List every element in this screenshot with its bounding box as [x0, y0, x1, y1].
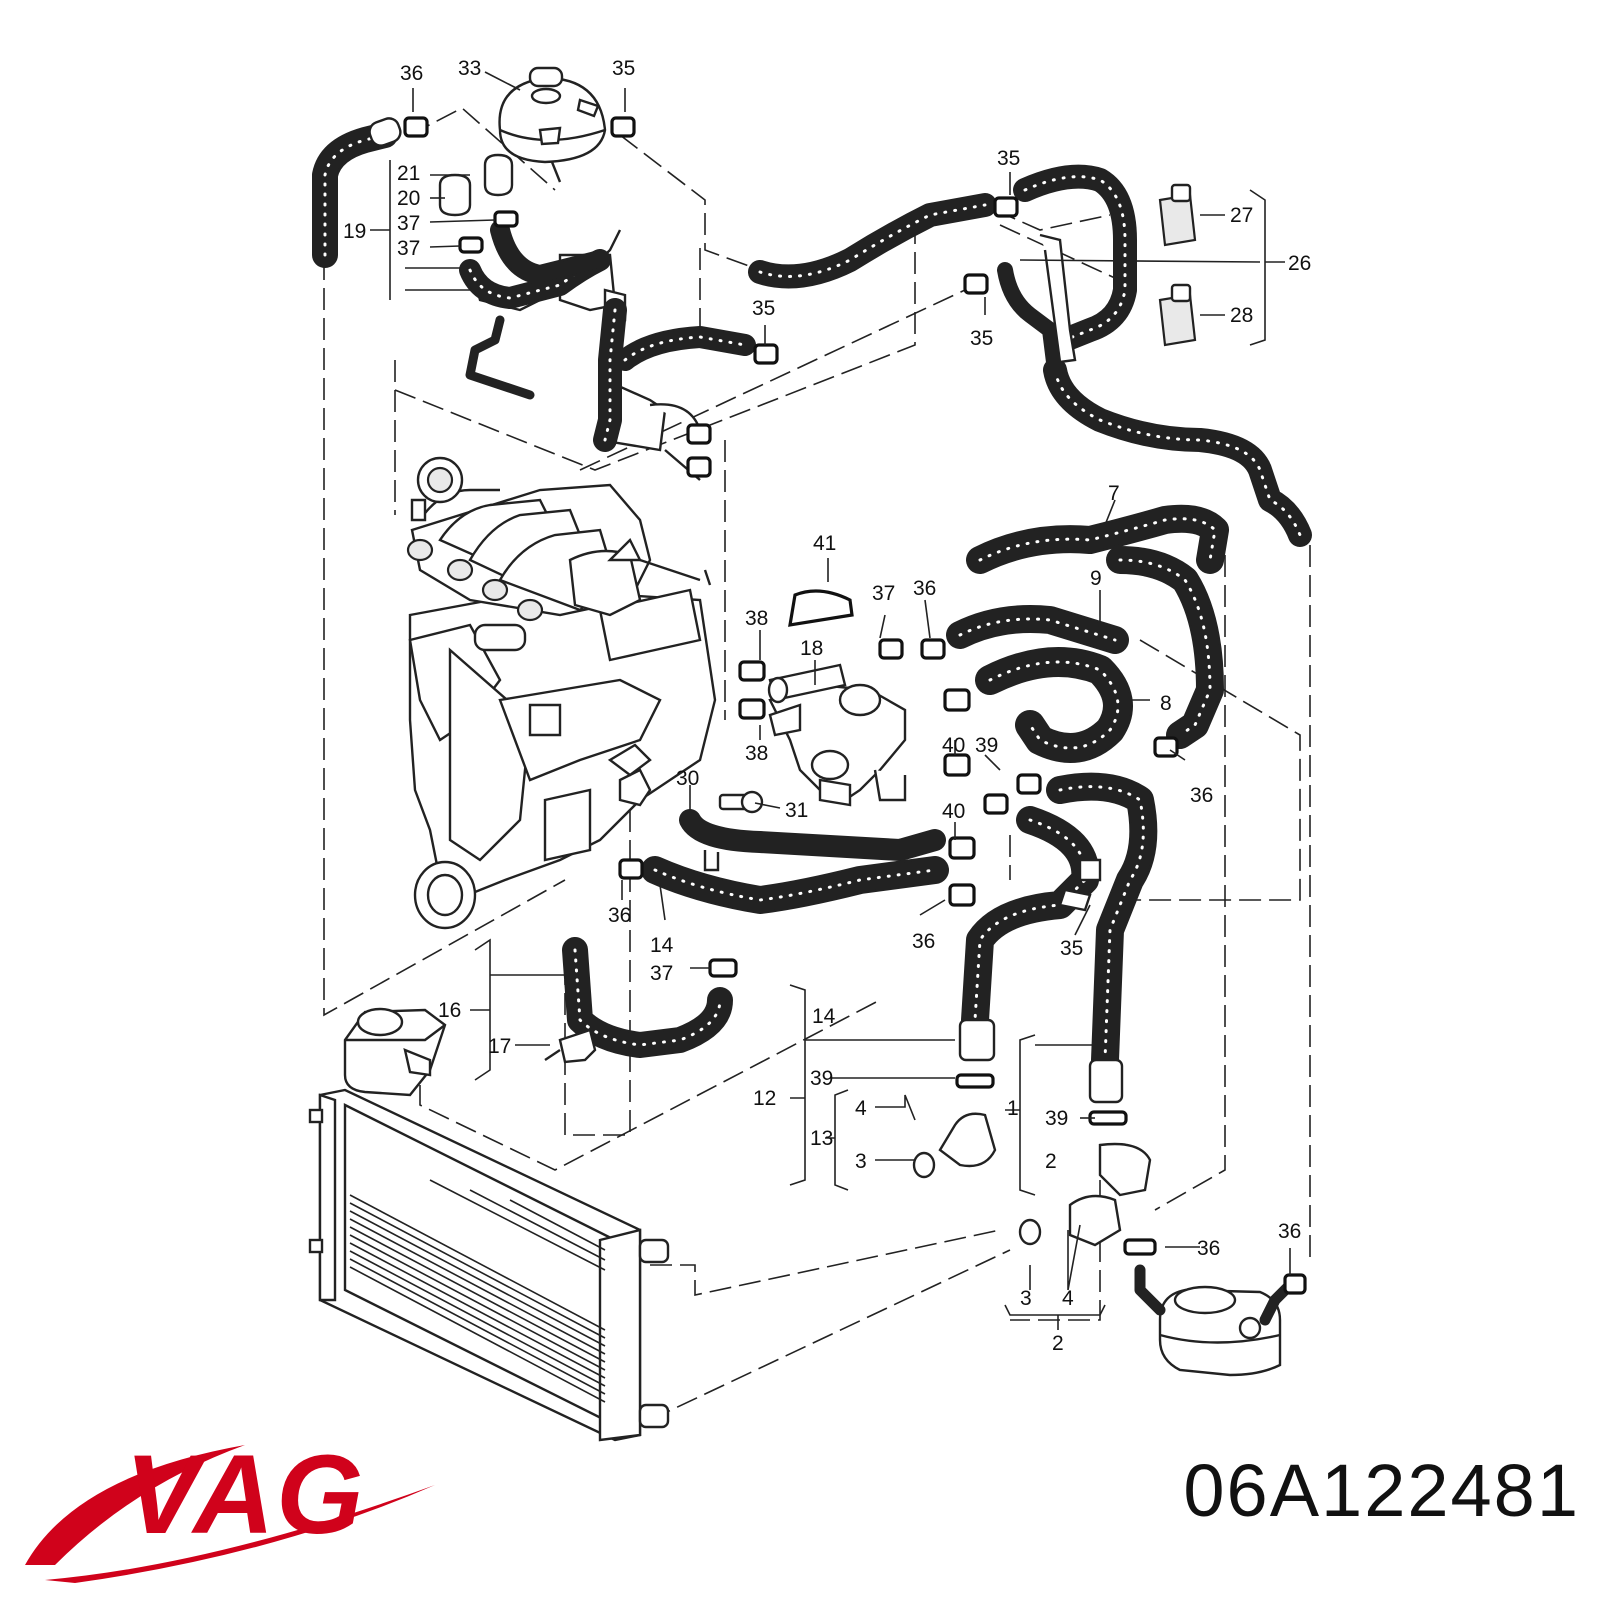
label-3a: 3: [855, 1150, 867, 1173]
label-19: 19: [343, 220, 366, 243]
label-35a: 35: [612, 57, 635, 80]
label-2a: 2: [1045, 1150, 1057, 1173]
label-37c: 37: [872, 582, 895, 605]
label-38a: 38: [745, 607, 768, 630]
label-30: 30: [676, 767, 699, 790]
label-3b: 3: [1020, 1287, 1032, 1310]
label-36d: 36: [608, 904, 631, 927]
label-27: 27: [1230, 204, 1253, 227]
label-31: 31: [785, 799, 808, 822]
vag-logo-text: VAG: [125, 1432, 365, 1557]
label-39a: 39: [975, 734, 998, 757]
label-20: 20: [397, 187, 420, 210]
label-40b: 40: [942, 800, 965, 823]
metal-pipe-30: [607, 743, 946, 872]
label-4b: 4: [1062, 1287, 1074, 1310]
label-14a: 14: [650, 934, 674, 957]
label-8: 8: [1160, 692, 1172, 715]
label-37d: 37: [650, 962, 673, 985]
label-12: 12: [753, 1087, 776, 1110]
intake-manifold: [406, 456, 712, 622]
label-28: 28: [1230, 304, 1253, 327]
sensors-27-28: [1039, 183, 1197, 364]
label-26: 26: [1288, 252, 1311, 275]
label-35b: 35: [997, 147, 1020, 170]
reservoir-left: [343, 1007, 447, 1097]
upper-pipe-assembly: [438, 153, 702, 481]
reservoir-lower-right: [1134, 1264, 1296, 1377]
label-36b: 36: [913, 577, 936, 600]
label-36g: 36: [1278, 1220, 1301, 1243]
label-36a: 36: [400, 62, 423, 85]
label-37a: 37: [397, 212, 420, 235]
label-39b: 39: [810, 1067, 833, 1090]
label-36c: 36: [1190, 784, 1213, 807]
part-labels: 36 33 35 21 20 37 37 19 35 27 26 28 35 3…: [343, 57, 1311, 1355]
bracket-17: [544, 1028, 597, 1064]
label-35d: 35: [970, 327, 993, 350]
label-14b: 14: [812, 1005, 836, 1028]
label-36e: 36: [912, 930, 935, 953]
label-21: 21: [397, 162, 420, 185]
label-33: 33: [458, 57, 481, 80]
expansion-tank-33: [498, 66, 607, 183]
label-7: 7: [1108, 482, 1120, 505]
label-35e: 35: [1060, 937, 1083, 960]
coolant-hoses: [312, 122, 1312, 1074]
label-9: 9: [1090, 567, 1102, 590]
vag-logo-swoosh: [25, 1445, 245, 1565]
label-4a: 4: [855, 1097, 867, 1120]
coolant-flange-18: [767, 663, 907, 807]
label-36f: 36: [1197, 1237, 1220, 1260]
label-18: 18: [800, 637, 823, 660]
label-39c: 39: [1045, 1107, 1068, 1130]
label-2b: 2: [1052, 1332, 1064, 1355]
radiator-fins: [349, 1179, 606, 1403]
label-37b: 37: [397, 237, 420, 260]
label-13: 13: [810, 1127, 833, 1150]
hose-clamps: [403, 116, 1307, 1295]
label-41: 41: [813, 532, 836, 555]
part-number: 06A122481: [1183, 1449, 1580, 1532]
engine-block: [408, 588, 717, 930]
label-35c: 35: [752, 297, 775, 320]
label-40a: 40: [942, 734, 965, 757]
label-1: 1: [1007, 1097, 1019, 1120]
radiator: [308, 1088, 670, 1442]
label-17: 17: [488, 1035, 511, 1058]
hose-connectors: [368, 117, 1152, 1247]
vag-logo: VAG: [25, 1432, 435, 1583]
label-38b: 38: [745, 742, 768, 765]
leader-lines: [370, 71, 1291, 1330]
label-16: 16: [438, 999, 461, 1022]
